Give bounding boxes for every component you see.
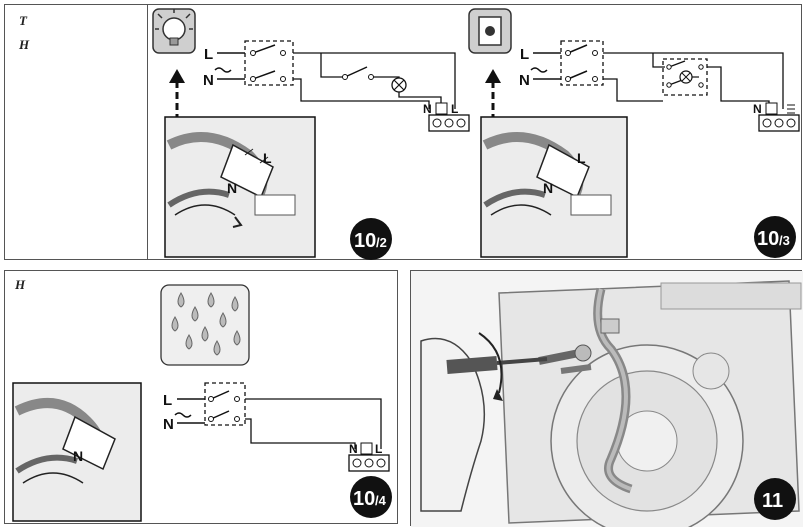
wiring-diagram-10-2: L N N L bbox=[152, 8, 800, 260]
terminal-block-2: N bbox=[753, 102, 800, 132]
terminal-label-l: L bbox=[204, 46, 213, 63]
terminal-label-l-2: L bbox=[520, 46, 529, 63]
terminal-block: N L bbox=[423, 102, 470, 132]
photo-label-n: N bbox=[227, 180, 237, 196]
humidity-drops-icon bbox=[160, 284, 250, 366]
wiring-photo-10-2: L N bbox=[164, 116, 316, 258]
timer-sensor-icon bbox=[468, 8, 512, 54]
terminal-block-n-2: N bbox=[753, 102, 762, 116]
badge-sub: /2 bbox=[376, 235, 387, 250]
terminal-label-n-2: N bbox=[519, 72, 530, 89]
badge-number-4: 11 bbox=[762, 490, 783, 512]
terminal-block-n-3: N bbox=[349, 442, 358, 456]
step-badge-11: 11 bbox=[754, 478, 796, 520]
badge-number: 10 bbox=[354, 230, 376, 252]
badge-sub-2: /3 bbox=[779, 233, 790, 248]
photo-label-l: L bbox=[263, 150, 272, 166]
terminal-block-l: L bbox=[451, 102, 458, 116]
photo-label-n-3: N bbox=[73, 448, 83, 464]
panel-top: T H L N bbox=[4, 4, 802, 260]
column-divider bbox=[147, 5, 148, 259]
wiring-photo-10-4: N bbox=[12, 382, 142, 522]
terminal-label-n: N bbox=[203, 72, 214, 89]
step-badge-10-4: 10 /4 bbox=[350, 476, 392, 518]
fan-mounting-photo: 11 bbox=[411, 271, 803, 527]
terminal-block-n: N bbox=[423, 102, 432, 116]
terminal-label-l-3: L bbox=[163, 392, 172, 409]
wiring-diagram-10-4: L N N L N bbox=[12, 284, 392, 522]
step-badge-10-2: 10 /2 bbox=[350, 218, 392, 260]
light-bulb-icon bbox=[152, 8, 196, 54]
terminal-block-3: N L bbox=[348, 442, 390, 472]
photo-label-n-2: N bbox=[543, 180, 553, 196]
panel-bottom-left: H L N N L bbox=[4, 270, 398, 524]
photo-label-l-2: L bbox=[577, 150, 586, 166]
wiring-photo-10-3: L N bbox=[480, 116, 628, 258]
mode-label-t: T bbox=[19, 13, 27, 28]
panel-bottom-right: 11 bbox=[410, 270, 803, 527]
badge-sub-3: /4 bbox=[375, 493, 387, 508]
badge-number-3: 10 bbox=[353, 488, 375, 510]
badge-number-2: 10 bbox=[757, 228, 779, 250]
mode-label-h-2: H bbox=[15, 277, 26, 292]
terminal-label-n-3: N bbox=[163, 416, 174, 433]
step-badge-10-3: 10 /3 bbox=[754, 216, 796, 258]
terminal-block-l-3: L bbox=[375, 442, 382, 456]
mode-label-h: H bbox=[19, 37, 30, 52]
